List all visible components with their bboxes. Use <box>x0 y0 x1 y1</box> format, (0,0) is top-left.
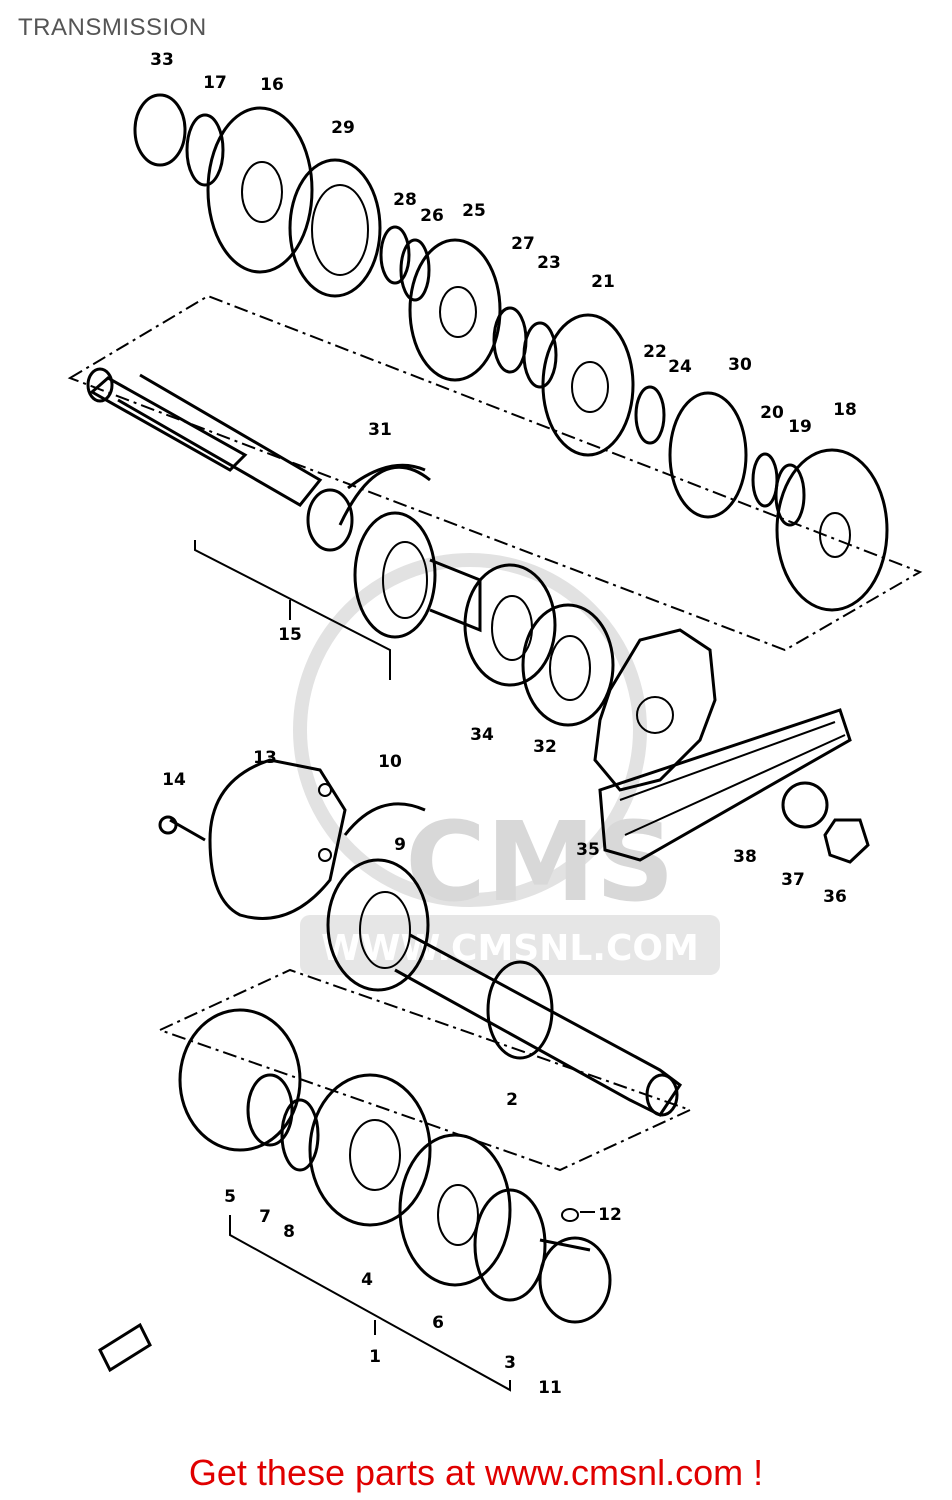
page-title: TRANSMISSION <box>18 14 207 41</box>
callout-22: 22 <box>643 342 667 362</box>
leader-lines <box>194 540 595 1392</box>
callout-26: 26 <box>420 206 444 226</box>
callout-19: 19 <box>788 417 812 437</box>
callout-9: 9 <box>394 835 406 855</box>
callout-32: 32 <box>533 737 557 757</box>
callout-11: 11 <box>538 1378 562 1398</box>
callout-labels: 33 17 16 29 28 26 25 27 23 21 22 24 30 2… <box>150 50 857 1398</box>
callout-17: 17 <box>203 73 227 93</box>
watermark-brand: CMS <box>405 798 674 926</box>
countershaft-gears <box>133 93 889 612</box>
watermark: CMS WWW.CMSNL.COM <box>293 553 720 975</box>
callout-3: 3 <box>504 1353 516 1373</box>
callout-2: 2 <box>506 1090 518 1110</box>
callout-4: 4 <box>361 1270 373 1290</box>
callout-24: 24 <box>668 357 692 377</box>
countershaft-group-outline <box>67 294 923 652</box>
callout-15: 15 <box>278 625 302 645</box>
callout-29: 29 <box>331 118 355 138</box>
callout-10: 10 <box>378 752 402 772</box>
callout-6: 6 <box>432 1313 444 1333</box>
callout-25: 25 <box>462 201 486 221</box>
watermark-site: WWW.CMSNL.COM <box>321 928 699 969</box>
countershaft-bearing-seals <box>353 511 717 792</box>
callout-7: 7 <box>259 1207 271 1227</box>
callout-13: 13 <box>253 748 277 768</box>
callout-20: 20 <box>760 403 784 423</box>
callout-31: 31 <box>368 420 392 440</box>
callout-5: 5 <box>224 1187 236 1207</box>
small-bracket <box>98 1322 152 1373</box>
parts-link-footer[interactable]: Get these parts at www.cmsnl.com ! <box>188 1452 764 1493</box>
callout-38: 38 <box>733 847 757 867</box>
mainshaft <box>326 858 683 1117</box>
transmission-exploded-diagram: CMS WWW.CMSNL.COM <box>67 50 923 1398</box>
countershaft <box>86 367 431 552</box>
callout-36: 36 <box>823 887 847 907</box>
bearing-retainer <box>158 758 426 920</box>
callout-37: 37 <box>781 870 805 890</box>
callout-16: 16 <box>260 75 284 95</box>
callout-12: 12 <box>598 1205 622 1225</box>
callout-35: 35 <box>576 840 600 860</box>
callout-14: 14 <box>162 770 186 790</box>
callout-18: 18 <box>833 400 857 420</box>
callout-33: 33 <box>150 50 174 70</box>
callout-28: 28 <box>393 190 417 210</box>
callout-34: 34 <box>470 725 494 745</box>
mainshaft-group-outline <box>157 968 693 1172</box>
drive-chain <box>598 708 870 864</box>
callout-23: 23 <box>537 253 561 273</box>
callout-30: 30 <box>728 355 752 375</box>
callout-27: 27 <box>511 234 535 254</box>
callout-21: 21 <box>591 272 615 292</box>
callout-1: 1 <box>369 1347 381 1367</box>
callout-8: 8 <box>283 1222 295 1242</box>
mainshaft-gears <box>178 1008 612 1324</box>
